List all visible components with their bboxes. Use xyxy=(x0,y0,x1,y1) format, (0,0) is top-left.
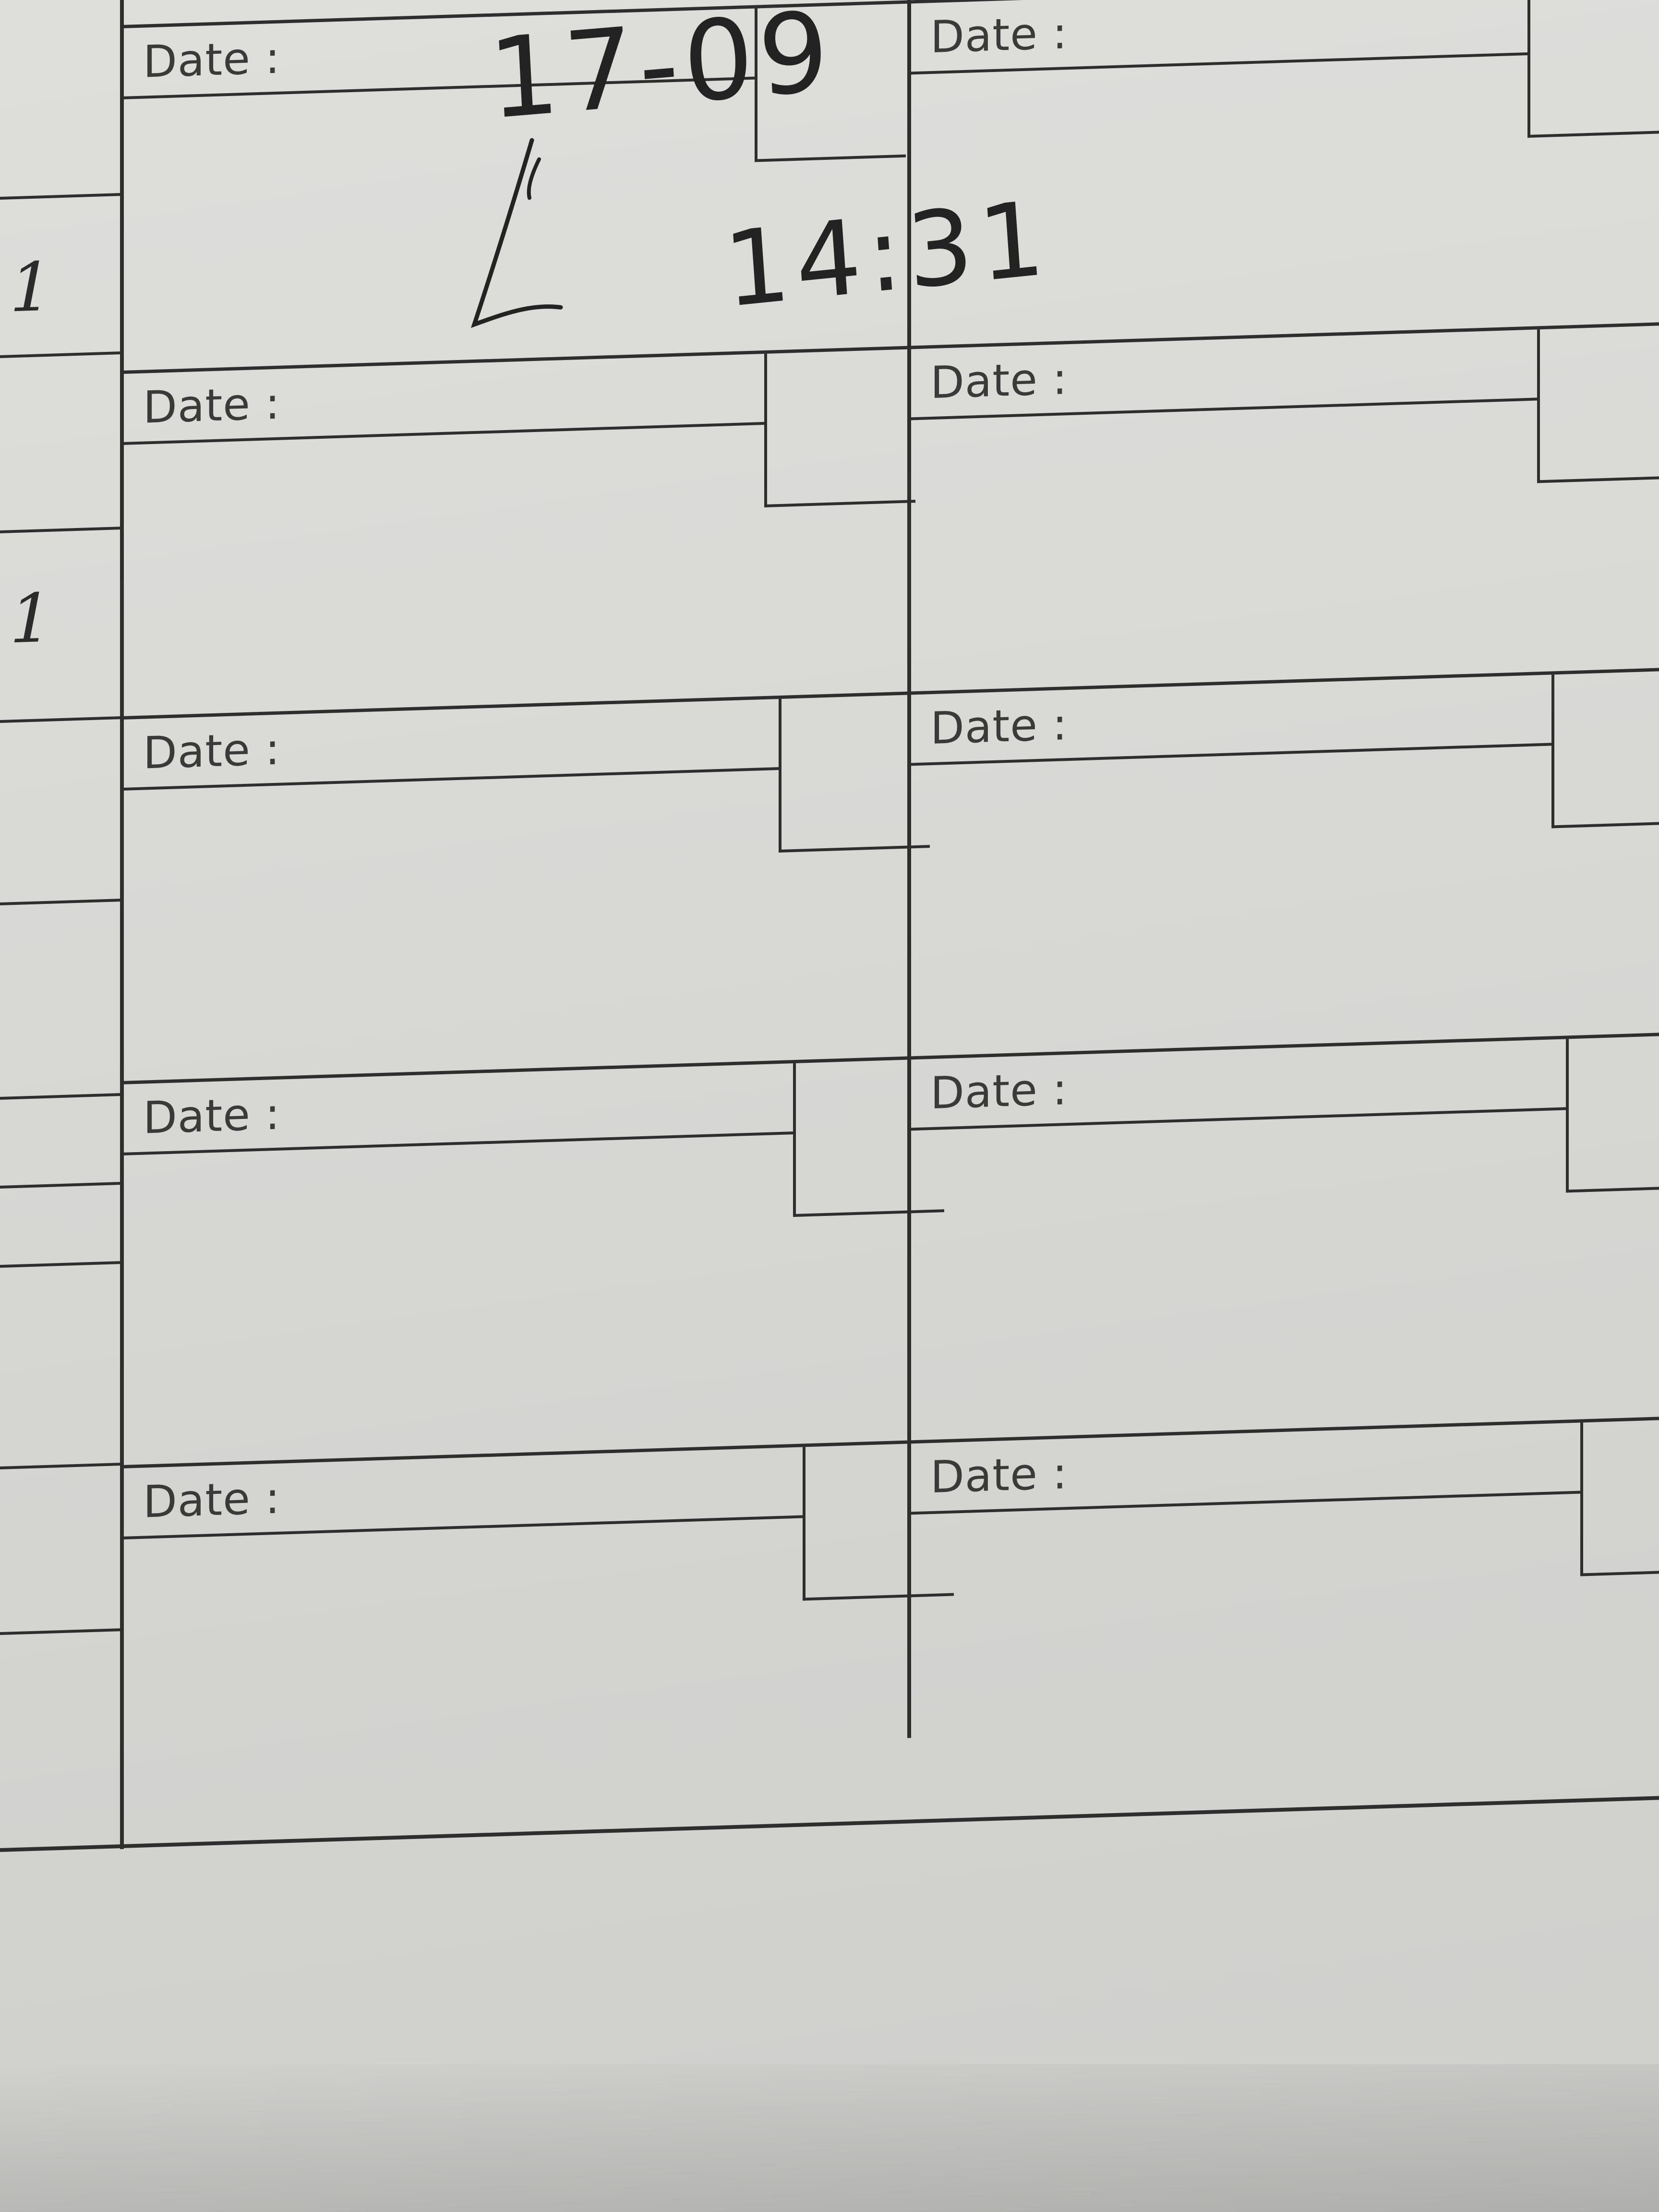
stub-line xyxy=(0,193,120,200)
date-box[interactable] xyxy=(779,694,930,853)
date-cell: Date : xyxy=(124,346,915,716)
date-header: Date : xyxy=(124,698,781,791)
stub-line xyxy=(0,1261,120,1268)
stub-line xyxy=(0,716,120,723)
date-label: Date : xyxy=(143,1088,281,1144)
date-label: Date : xyxy=(143,377,281,433)
stub-line xyxy=(0,351,120,358)
stub-line xyxy=(0,1093,120,1100)
stub-mark: 1 xyxy=(10,248,53,328)
date-cell: Date : xyxy=(124,1056,944,1465)
date-box[interactable] xyxy=(1551,671,1659,829)
date-label: Date : xyxy=(930,7,1068,63)
date-cell: Date : xyxy=(911,668,1659,1057)
page-edge-shadow xyxy=(0,2064,1659,2212)
date-header: Date : xyxy=(911,1039,1569,1131)
date-label: Date : xyxy=(930,1447,1068,1503)
date-box[interactable] xyxy=(1537,325,1659,483)
date-label: Date : xyxy=(143,32,281,88)
date-header: Date : xyxy=(911,674,1554,766)
date-label: Date : xyxy=(143,723,281,779)
date-box[interactable] xyxy=(1566,1036,1659,1193)
handwritten-mark-icon xyxy=(470,138,563,328)
date-cell: Date : 17-09 14:31 xyxy=(124,0,1054,371)
left-column-border xyxy=(120,0,124,1850)
date-header: Date : xyxy=(124,353,767,445)
date-label: Date : xyxy=(143,1472,281,1528)
date-header: Date : xyxy=(911,329,1540,421)
date-cell: Date : xyxy=(124,691,930,1081)
stub-mark: 1 xyxy=(10,579,53,659)
stub-line xyxy=(0,1182,120,1189)
date-box[interactable] xyxy=(764,349,915,507)
date-cell: Date : xyxy=(911,322,1659,692)
date-cell: Date : xyxy=(911,0,1659,346)
date-header: Date : xyxy=(911,0,1530,75)
date-cell: Date : xyxy=(911,1417,1659,1738)
stub-line xyxy=(0,1463,120,1469)
stub-line xyxy=(0,527,120,533)
date-cell: Date : xyxy=(911,1033,1659,1441)
date-label: Date : xyxy=(930,698,1068,754)
date-box[interactable] xyxy=(1527,0,1659,138)
stub-line xyxy=(0,899,120,905)
date-box[interactable] xyxy=(1580,1420,1659,1576)
date-label: Date : xyxy=(930,352,1068,409)
date-label: Date : xyxy=(930,1063,1068,1119)
date-cell: Date : xyxy=(124,1440,954,1844)
stub-line xyxy=(0,1628,120,1635)
